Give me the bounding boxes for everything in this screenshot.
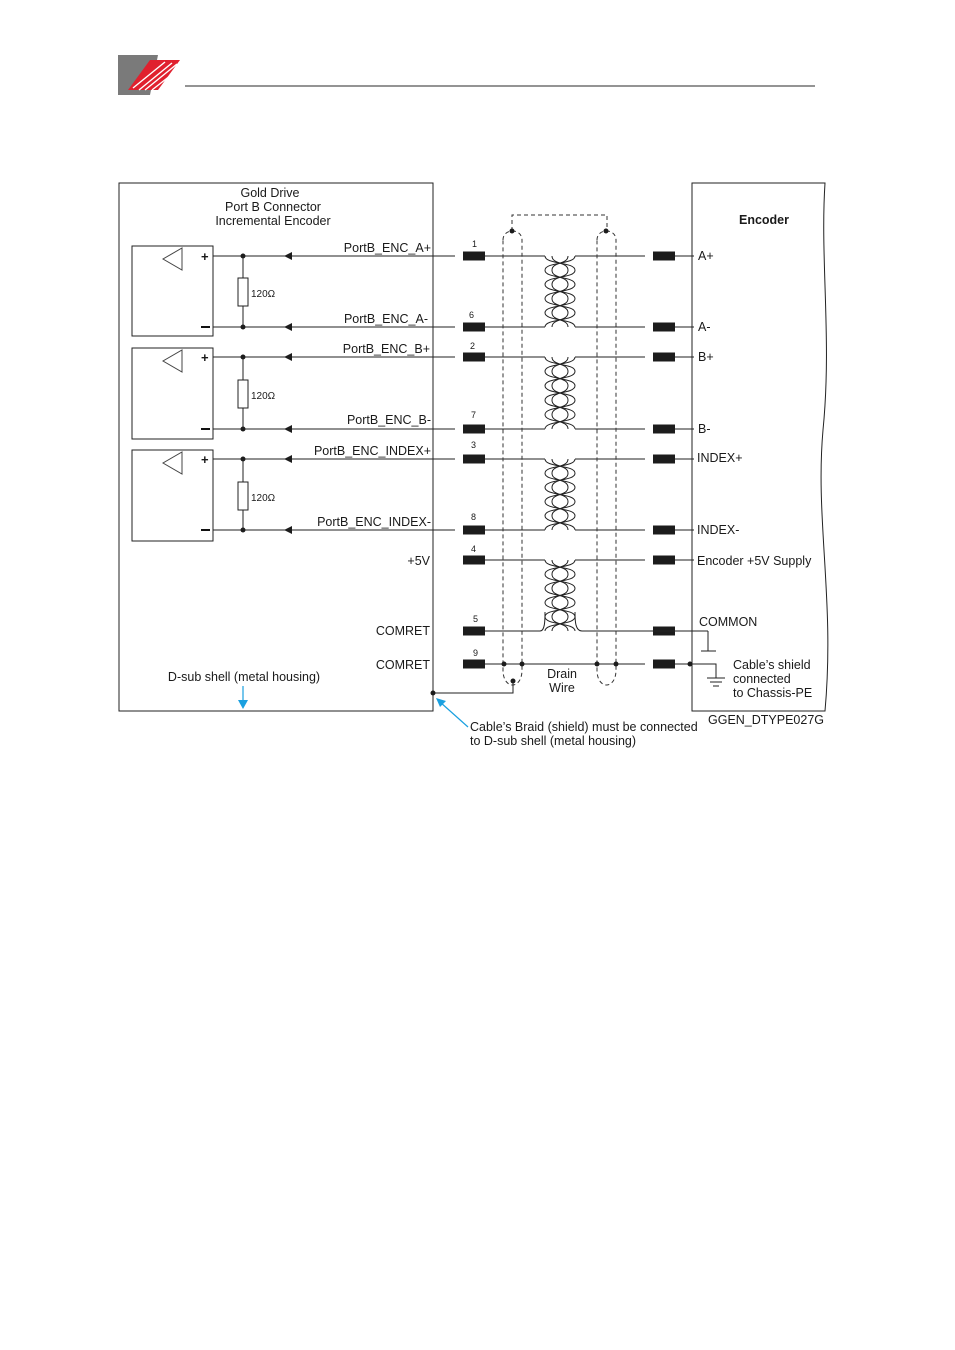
signal-a-plus: PortB_ENC_A+ (344, 241, 431, 255)
signal-b-minus: PortB_ENC_B- (347, 413, 431, 427)
signal-comret-2: COMRET (376, 658, 431, 672)
pin-2: 2 (470, 341, 475, 351)
pin-contact-icon (653, 322, 675, 332)
signal-b-plus: PortB_ENC_B+ (343, 342, 430, 356)
receiver-triangle-icon (162, 451, 183, 475)
shield-note-line3: to Chassis-PE (733, 686, 812, 700)
pin-contact-icon (653, 424, 675, 434)
enc-b-plus: B+ (698, 350, 714, 364)
receiver-triangle-icon (162, 349, 183, 373)
drain-label-line1: Drain (547, 667, 577, 681)
channel-index: + 120Ω PortB_ENC_INDEX+ PortB_ENC_INDEX- (131, 444, 455, 542)
pin-contact-icon (463, 251, 485, 261)
shield-note-line2: connected (733, 672, 791, 686)
enc-a-minus: A- (698, 320, 711, 334)
cable-shield (430, 214, 619, 696)
pin-4: 4 (471, 544, 476, 554)
pin-contact-icon (463, 626, 485, 636)
channel-b: + 120Ω PortB_ENC_B+ PortB_ENC_B- (131, 342, 455, 440)
resistor-label: 120Ω (251, 493, 276, 504)
resistor-label: 120Ω (251, 391, 276, 402)
pin-1: 1 (472, 239, 477, 249)
pin-contact-icon (463, 525, 485, 535)
pin-5: 5 (473, 614, 478, 624)
pin-9: 9 (473, 648, 478, 658)
drive-connector-pins (463, 251, 485, 669)
pin-contact-icon (463, 352, 485, 362)
signal-index-minus: PortB_ENC_INDEX- (317, 515, 431, 529)
enc-b-minus: B- (698, 422, 711, 436)
pin-contact-icon (653, 352, 675, 362)
termination-resistor (237, 379, 249, 409)
pin-contact-icon (653, 555, 675, 565)
enc-a-plus: A+ (698, 249, 714, 263)
drive-box (118, 182, 434, 712)
enc-index-minus: INDEX- (697, 523, 739, 537)
encoder-title: Encoder (739, 213, 789, 227)
pin-contact-icon (653, 659, 675, 669)
plus-sign: + (201, 452, 209, 467)
figure-id: GGEN_DTYPE027G (708, 713, 824, 727)
plus-sign: + (201, 350, 209, 365)
receiver-box (131, 347, 214, 440)
drive-title-line1: Gold Drive (240, 186, 299, 200)
pin-contact-icon (463, 454, 485, 464)
encoder-connector-pins (653, 251, 675, 669)
termination-resistor (237, 277, 249, 307)
enc-supply: Encoder +5V Supply (697, 554, 812, 568)
pin-contact-icon (653, 454, 675, 464)
pin-7: 7 (471, 410, 476, 420)
channel-a: + 120Ω PortB_ENC_A+ PortB_ENC_A- (131, 241, 455, 337)
shield-note-line1: Cable’s shield (733, 658, 811, 672)
pin-contact-icon (653, 525, 675, 535)
braid-note-line1: Cable’s Braid (shield) must be connected (470, 720, 698, 734)
shell-label: D-sub shell (metal housing) (168, 670, 320, 684)
pin-contact-icon (463, 659, 485, 669)
signal-a-minus: PortB_ENC_A- (344, 312, 428, 326)
encoder-wiring (675, 255, 725, 687)
termination-resistor (237, 481, 249, 511)
receiver-triangle-icon (162, 247, 183, 271)
twisted-pair-wire (551, 458, 569, 531)
shell-arrow-icon (238, 686, 248, 709)
enc-common: COMMON (699, 615, 757, 629)
drive-title-line3: Incremental Encoder (215, 214, 330, 228)
twisted-pair-wire (551, 559, 569, 632)
pin-contact-icon (463, 555, 485, 565)
drive-title-line2: Port B Connector (225, 200, 321, 214)
receiver-box (131, 449, 214, 542)
pin-contact-icon (463, 322, 485, 332)
twisted-pair-wire (551, 356, 569, 430)
pin-3: 3 (471, 440, 476, 450)
braid-note-line2: to D-sub shell (metal housing) (470, 734, 636, 748)
pin-contact-icon (653, 251, 675, 261)
resistor-label: 120Ω (251, 289, 276, 300)
braid-arrow-icon (436, 698, 469, 728)
signal-comret-1: COMRET (376, 624, 431, 638)
drain-label-line2: Wire (549, 681, 575, 695)
enc-index-plus: INDEX+ (697, 451, 743, 465)
encoder-box (691, 182, 829, 712)
plus-sign: + (201, 249, 209, 264)
signal-5v: +5V (407, 554, 430, 568)
company-logo-icon (118, 55, 181, 95)
pin-6: 6 (469, 310, 474, 320)
receiver-box (131, 245, 214, 337)
signal-index-plus: PortB_ENC_INDEX+ (314, 444, 431, 458)
pin-contact-icon (463, 424, 485, 434)
twisted-pair-wire (551, 255, 569, 328)
pin-8: 8 (471, 512, 476, 522)
